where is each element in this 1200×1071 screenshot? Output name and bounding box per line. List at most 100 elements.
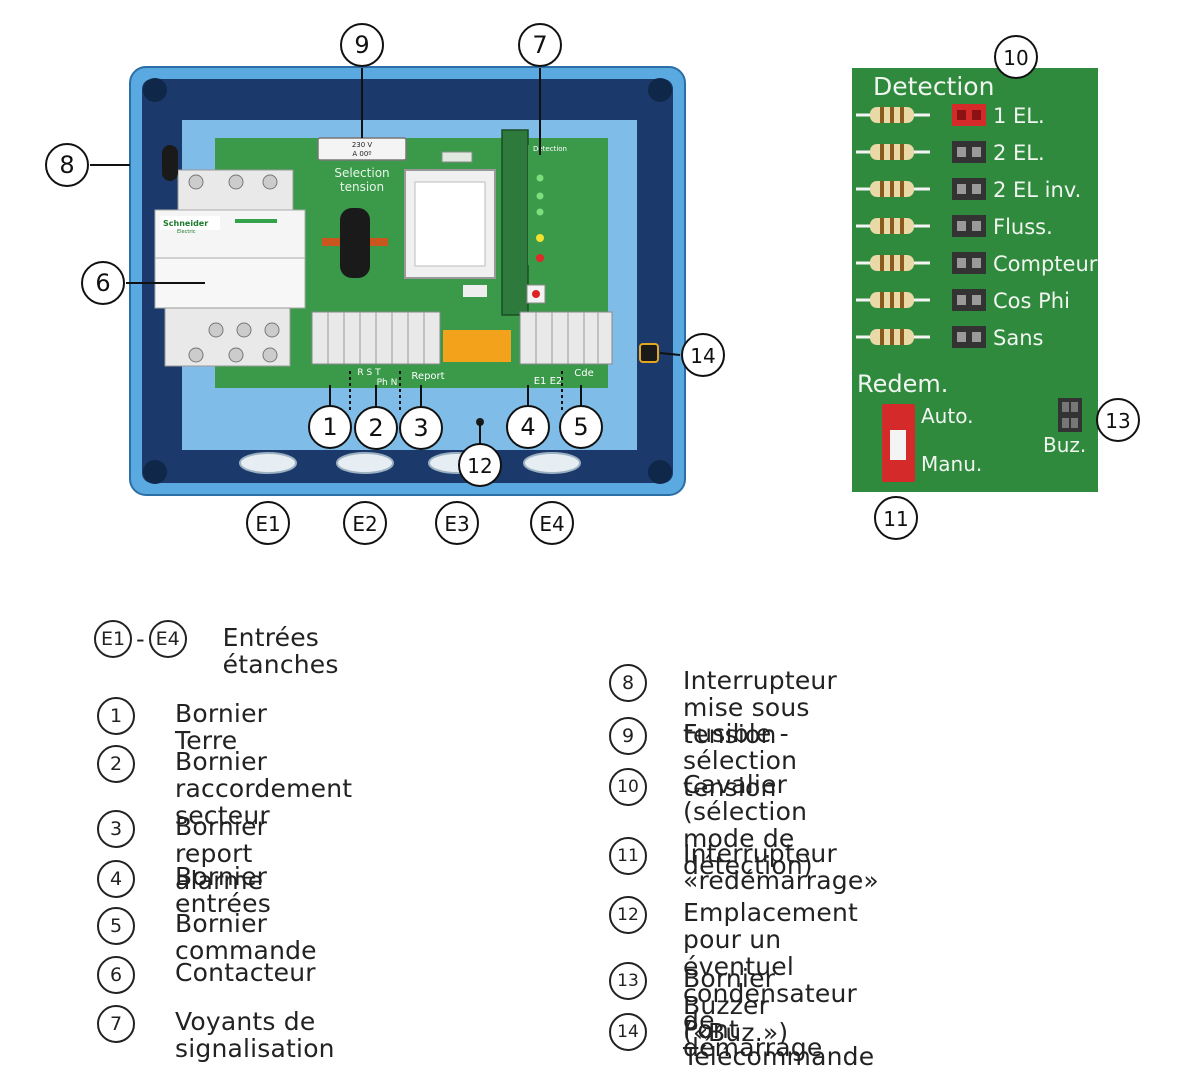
detection-option-row: Cos Phi <box>856 289 1070 313</box>
callout-e4: E4 <box>530 501 574 545</box>
legend-badge: 5 <box>97 907 135 945</box>
toroid-coil <box>340 208 370 278</box>
legend-item-9: 9 Fusible - sélection tension <box>609 717 797 801</box>
legend-text: Interrupteur mise sous tension <box>683 666 837 749</box>
callout-number: 2 <box>368 414 383 442</box>
jumper <box>952 289 986 311</box>
callout-number: 1 <box>322 413 337 441</box>
legend-item-5: 5 Bornier commande <box>97 907 317 964</box>
contactor: Schneider Electric <box>154 169 306 367</box>
legend-badge: 14 <box>609 1013 647 1051</box>
redem-auto: Auto. <box>921 404 973 428</box>
legend-text: Interrupteur «redémarrage» <box>683 839 879 895</box>
callout-2: 2 <box>354 406 398 450</box>
detection-option-label: Sans <box>993 326 1043 350</box>
terminal-rst: R S T <box>357 368 381 378</box>
terminal-report: Report <box>411 371 444 382</box>
fuse-label-top: 230 V <box>352 141 373 149</box>
callout-1: 1 <box>308 405 352 449</box>
relay <box>443 330 511 362</box>
detection-option-row: 2 EL. <box>856 141 1045 165</box>
callout-e2: E2 <box>343 501 387 545</box>
detection-option-label: 2 EL. <box>993 141 1045 165</box>
legend-text: Bornier entrées <box>175 862 271 918</box>
callout-12: 12 <box>458 443 502 487</box>
legend-text: Fusible - sélection tension <box>683 719 798 802</box>
terminal-block-left <box>311 311 441 365</box>
redem-manu: Manu. <box>921 452 982 476</box>
selection-label-1: Selection <box>334 166 389 180</box>
legend-badge: 12 <box>609 896 647 934</box>
callout-number: 8 <box>59 151 74 179</box>
legend-item-4: 4 Bornier entrées <box>97 860 271 917</box>
detection-option-label: 1 EL. <box>993 104 1045 128</box>
detection-board: Detection 1 EL.2 EL.2 EL inv.Fluss.Compt… <box>852 68 1098 492</box>
red-led <box>536 254 544 262</box>
callout-number: 9 <box>354 31 369 59</box>
power-switch <box>162 145 178 181</box>
callout-number: 12 <box>467 454 492 478</box>
legend-badge: 6 <box>97 956 135 994</box>
brand-sub-label: Electric <box>177 229 196 235</box>
callout-number: 10 <box>1003 46 1028 70</box>
terminal-e1e2: E1 E2 <box>534 376 563 387</box>
legend-text: Bornier commande <box>175 909 317 965</box>
callout-11: 11 <box>874 496 918 540</box>
legend-text: Bornier report alarme <box>175 812 268 895</box>
detection-option-label: Cos Phi <box>993 289 1070 313</box>
callout-number: 13 <box>1105 409 1130 433</box>
callout-number: E2 <box>352 512 377 536</box>
legend-badge-e1: E1 <box>94 620 132 658</box>
legend-text: Cavalier (sélection mode de détection) <box>683 770 813 880</box>
mini-detection-label: Detection <box>533 145 567 153</box>
callout-number: 3 <box>413 414 428 442</box>
callout-number: 4 <box>520 413 535 441</box>
legend-badge: 4 <box>97 860 135 898</box>
legend-entries: E1 - E4 Entrées étanches <box>94 620 339 678</box>
yellow-led <box>536 234 544 242</box>
callout-6: 6 <box>81 261 125 305</box>
callout-8: 8 <box>45 143 89 187</box>
legend-item-12: 12 Emplacement pour un éventuel condensat… <box>609 896 858 1061</box>
legend-text: Bornier Terre <box>175 699 268 755</box>
jumper-active <box>952 104 986 126</box>
callout-10: 10 <box>994 35 1038 79</box>
legend-item-11: 11 Interrupteur «redémarrage» <box>609 837 879 894</box>
selection-label-2: tension <box>340 180 384 194</box>
detection-option-label: 2 EL inv. <box>993 178 1081 202</box>
callout-5: 5 <box>559 405 603 449</box>
callout-4: 4 <box>506 405 550 449</box>
redem-title: Redem. <box>857 370 948 398</box>
legend-badge: 7 <box>97 1005 135 1043</box>
legend-badge: 2 <box>97 745 135 783</box>
callout-number: E3 <box>444 512 469 536</box>
legend-badge: 10 <box>609 768 647 806</box>
terminal-cde: Cde <box>574 368 593 379</box>
callout-14: 14 <box>681 333 725 377</box>
callout-number: E1 <box>255 512 280 536</box>
leader-lines <box>90 68 1095 445</box>
callout-3: 3 <box>399 406 443 450</box>
legend-badge-e4: E4 <box>148 620 187 658</box>
callout-number: 6 <box>95 269 110 297</box>
fuse-label-bottom: A 00º <box>352 150 371 158</box>
callout-number: 14 <box>690 344 715 368</box>
buzzer-terminal <box>1058 398 1082 432</box>
callout-number: 7 <box>532 31 547 59</box>
terminal-block-right <box>519 311 613 365</box>
detection-option-row: Fluss. <box>856 215 1053 239</box>
legend-text: Emplacement pour un éventuel condensateu… <box>683 898 858 1062</box>
legend-badge: 11 <box>609 837 647 875</box>
jumper <box>952 215 986 237</box>
legend-badge: 9 <box>609 717 647 755</box>
detection-option-label: Compteur <box>993 252 1098 276</box>
legend-text: Voyants de signalisation <box>175 1007 335 1063</box>
brand-label: Schneider <box>163 219 208 228</box>
callout-7: 7 <box>518 23 562 67</box>
